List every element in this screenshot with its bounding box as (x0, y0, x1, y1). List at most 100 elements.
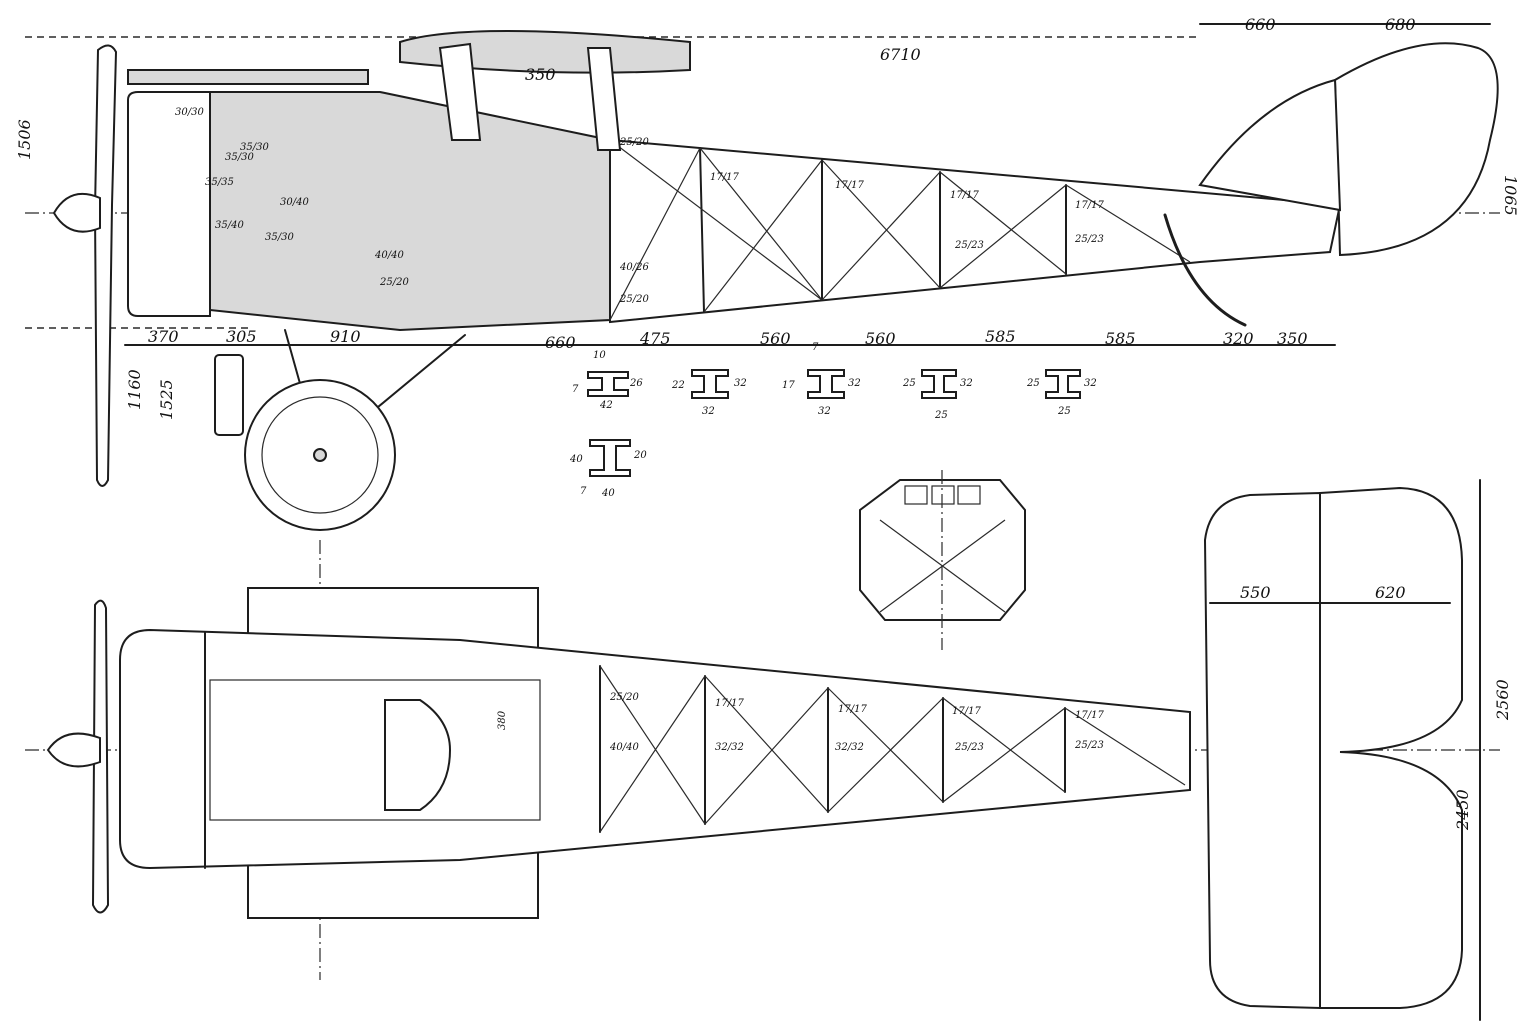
member-label: 35/30 (225, 152, 254, 163)
longeron-sections: 10 7 26 42 22 32 32 7 17 32 32 25 32 25 … (569, 342, 1097, 499)
cabane-strut-rear (586, 47, 622, 151)
section-d: 25 32 25 (902, 369, 973, 421)
dim-gear-height-b: 1525 (157, 379, 176, 420)
dim-bay-8: 585 (985, 327, 1016, 346)
svg-text:26: 26 (629, 378, 643, 389)
svg-text:22: 22 (671, 380, 685, 391)
rudder (1333, 42, 1499, 257)
dim-elevator-span: 2450 (1453, 789, 1472, 831)
member-label: 17/17 (952, 706, 981, 717)
propeller-side (52, 44, 118, 487)
svg-text:42: 42 (599, 400, 613, 411)
dim-tail-span: 2560 (1493, 679, 1512, 721)
dim-tail-height: 1065 (1501, 175, 1520, 216)
dim-bay-2: 305 (226, 327, 257, 346)
svg-text:40: 40 (601, 488, 615, 499)
member-label: 17/17 (710, 172, 739, 183)
member-label: 35/40 (215, 220, 244, 231)
svg-text:32: 32 (818, 406, 831, 417)
dim-bay-1: 370 (148, 327, 179, 346)
member-label: 25/20 (619, 137, 649, 148)
member-label: 25/23 (1074, 740, 1104, 751)
svg-text:32: 32 (1084, 378, 1097, 389)
svg-text:7: 7 (812, 342, 819, 353)
svg-text:25: 25 (902, 378, 916, 389)
plan-frames (599, 665, 1186, 833)
member-label: 17/17 (1075, 200, 1104, 211)
member-label: 32/32 (835, 742, 864, 753)
member-label: 25/20 (379, 277, 409, 288)
svg-text:32: 32 (960, 378, 973, 389)
svg-text:10: 10 (593, 350, 606, 361)
fuselage-cross-section (859, 470, 1026, 650)
tailplane (1203, 491, 1321, 1010)
undercarriage (214, 329, 466, 531)
svg-text:25: 25 (934, 410, 948, 421)
dim-bay-9: 585 (1105, 329, 1136, 348)
member-label: 17/17 (1075, 710, 1104, 721)
dim-bay-4: 660 (545, 333, 576, 352)
dim-bay-3: 910 (330, 327, 361, 346)
member-label: 25/20 (609, 692, 639, 703)
fuselage-front (209, 91, 611, 332)
dim-cockpit: 380 (497, 710, 508, 730)
dim-bay-10: 320 (1223, 329, 1254, 348)
svg-text:25: 25 (1057, 406, 1071, 417)
section-c: 7 17 32 32 (782, 342, 861, 417)
dim-tailplane-chord: 550 (1240, 583, 1271, 602)
member-label: 17/17 (715, 698, 744, 709)
section-f: 40 20 40 7 (569, 439, 647, 499)
dim-gear-height-a: 1160 (125, 369, 144, 410)
member-label: 25/20 (619, 294, 649, 305)
svg-text:7: 7 (580, 486, 587, 497)
dim-tail-span-b: 680 (1385, 15, 1416, 34)
svg-text:32: 32 (848, 378, 861, 389)
section-e: 25 32 25 (1026, 369, 1097, 417)
fuselage-frames (609, 139, 1191, 321)
fin (1198, 78, 1342, 212)
member-label: 30/40 (280, 197, 309, 208)
dim-height: 1506 (15, 119, 34, 160)
dim-bay-5: 475 (639, 329, 671, 348)
member-label: 35/30 (265, 232, 294, 243)
member-label: 32/32 (715, 742, 744, 753)
svg-text:32: 32 (734, 378, 747, 389)
member-label: 17/17 (838, 704, 867, 715)
plan-view: 550 620 2560 2450 380 25/20 17/17 17/17 … (25, 479, 1512, 1021)
dim-bay-7: 560 (865, 329, 896, 348)
tail-skid (1163, 213, 1247, 327)
member-label: 25/23 (954, 742, 984, 753)
member-label: 35/30 (240, 142, 269, 153)
section-b: 22 32 32 (671, 369, 747, 417)
svg-text:7: 7 (572, 384, 579, 395)
svg-text:25: 25 (1026, 378, 1040, 389)
svg-text:40: 40 (569, 454, 583, 465)
member-label: 40/40 (374, 250, 404, 261)
member-label: 30/30 (175, 107, 204, 118)
member-label: 40/40 (609, 742, 639, 753)
engine-cowling (127, 91, 211, 317)
member-label: 25/23 (1074, 234, 1104, 245)
svg-text:20: 20 (633, 450, 647, 461)
elevator (1319, 486, 1463, 1009)
member-label: 35/35 (205, 177, 234, 188)
dim-overall-length: 6710 (880, 45, 921, 64)
cabane-strut-front (438, 42, 482, 141)
svg-text:17: 17 (782, 380, 795, 391)
dim-tail-span-a: 660 (1245, 15, 1276, 34)
axle-fairing (214, 354, 244, 436)
dim-bay-11: 350 (1277, 329, 1308, 348)
cockpit-opening (384, 699, 452, 811)
side-view: 6710 1506 1065 660 680 350 1160 1525 370… (15, 15, 1520, 531)
section-a: 10 7 26 42 (572, 350, 643, 411)
member-label: 17/17 (950, 190, 979, 201)
dim-bay-6: 560 (760, 329, 791, 348)
member-label: 25/23 (954, 240, 984, 251)
dim-elevator-chord: 620 (1375, 583, 1406, 602)
exhaust-pipe (127, 69, 369, 85)
member-label: 17/17 (835, 180, 864, 191)
member-label: 40/26 (619, 262, 649, 273)
dim-wing-chord: 350 (525, 65, 556, 84)
fuselage-rear (609, 138, 1342, 324)
